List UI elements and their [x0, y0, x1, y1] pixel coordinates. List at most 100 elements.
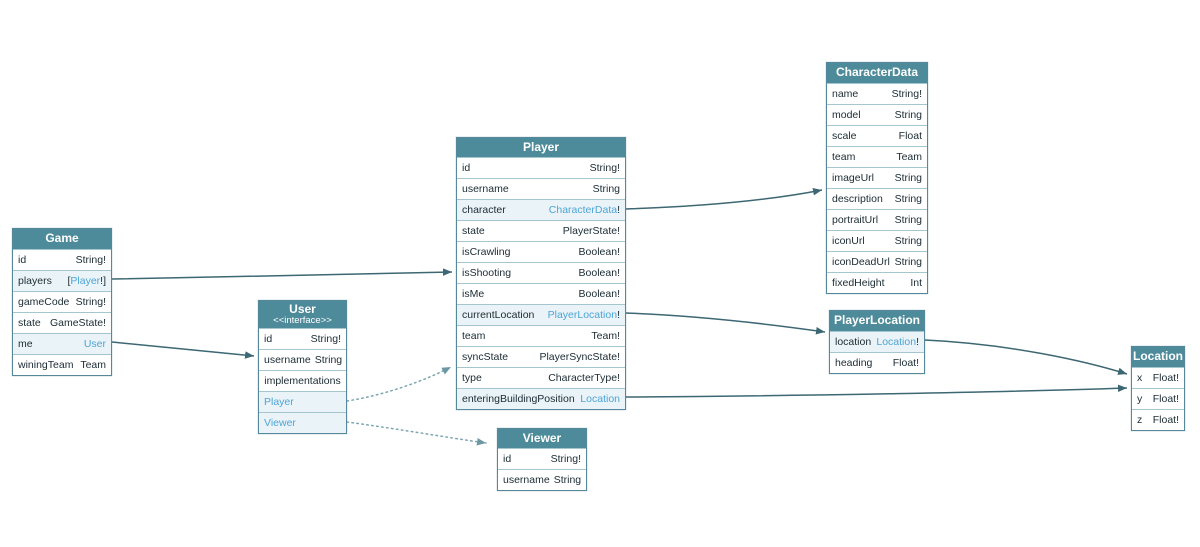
table-title: CharacterData	[835, 65, 919, 80]
field-row-type[interactable]: type CharacterType!	[457, 367, 625, 388]
type-link-Location[interactable]: Location	[580, 393, 620, 405]
field-name: winingTeam	[18, 359, 74, 371]
field-name: isShooting	[462, 267, 512, 279]
type-wrapper-prefix: [	[67, 275, 71, 287]
type-link-CharacterData[interactable]: CharacterData	[548, 204, 618, 216]
field-name: players	[18, 275, 52, 287]
field-type: String!	[76, 254, 106, 266]
field-name: username	[462, 183, 509, 195]
table-header-location[interactable]: Location	[1132, 347, 1184, 367]
field-type: String!	[551, 453, 581, 465]
field-name: team	[462, 330, 486, 342]
type-text: Float!	[1152, 372, 1179, 384]
field-name: id	[462, 162, 471, 174]
type-text: String	[894, 256, 922, 268]
edge-user-impl-viewer	[346, 421, 487, 446]
table-header-user[interactable]: User<<interface>>	[259, 301, 346, 328]
field-name: z	[1137, 414, 1143, 426]
type-wrapper-suffix: !]	[100, 275, 106, 287]
type-link-Player[interactable]: Player	[70, 275, 101, 287]
field-type: CharacterData!	[549, 204, 620, 216]
table-header-viewer[interactable]: Viewer	[498, 429, 586, 448]
field-type: Int	[910, 277, 922, 289]
type-link-PlayerLocation[interactable]: PlayerLocation	[547, 309, 618, 321]
type-link-Location[interactable]: Location	[876, 336, 917, 348]
field-name: type	[462, 372, 482, 384]
type-text: Float!	[1152, 414, 1179, 426]
field-name: username	[264, 354, 311, 366]
field-row-Viewer[interactable]: Viewer	[259, 412, 346, 433]
field-row-enteringBuildingPosition[interactable]: enteringBuildingPosition Location	[457, 388, 625, 409]
type-text: GameState!	[49, 317, 106, 329]
field-type: Float	[899, 130, 922, 142]
field-type: Float!	[1153, 393, 1179, 405]
edge-playerlocation-location	[924, 339, 1128, 375]
type-text: CharacterType!	[548, 372, 620, 384]
field-type: String!	[892, 88, 922, 100]
implementation-link[interactable]: Viewer	[264, 417, 296, 429]
field-name: imageUrl	[832, 172, 875, 184]
field-row-Player[interactable]: Player	[259, 391, 346, 412]
table-header-playerlocation[interactable]: PlayerLocation	[830, 311, 924, 331]
field-row-winingTeam[interactable]: winingTeam Team	[13, 354, 111, 375]
type-text: String	[314, 354, 343, 366]
field-type: Boolean!	[579, 267, 620, 279]
type-text: String!	[550, 453, 581, 465]
type-text: String!	[75, 254, 106, 266]
field-name: enteringBuildingPosition	[462, 393, 575, 405]
field-type: Boolean!	[579, 246, 620, 258]
type-text: PlayerSyncState!	[539, 351, 620, 363]
type-text: Float!	[1152, 393, 1179, 405]
implementation-link[interactable]: Player	[264, 396, 294, 408]
field-row-syncState[interactable]: syncState PlayerSyncState!	[457, 346, 625, 367]
table-header-characterdata[interactable]: CharacterData	[827, 63, 927, 83]
field-row-players[interactable]: players [Player!]	[13, 270, 111, 291]
table-header-player[interactable]: Player	[457, 138, 625, 157]
field-name: isMe	[462, 288, 485, 300]
type-text: String!	[310, 333, 341, 345]
field-name: syncState	[462, 351, 509, 363]
type-link-User[interactable]: User	[83, 338, 106, 350]
field-row-z[interactable]: z Float!	[1132, 409, 1184, 430]
table-header-game[interactable]: Game	[13, 229, 111, 249]
field-type: Team	[80, 359, 106, 371]
field-row-isShooting[interactable]: isShooting Boolean!	[457, 262, 625, 283]
